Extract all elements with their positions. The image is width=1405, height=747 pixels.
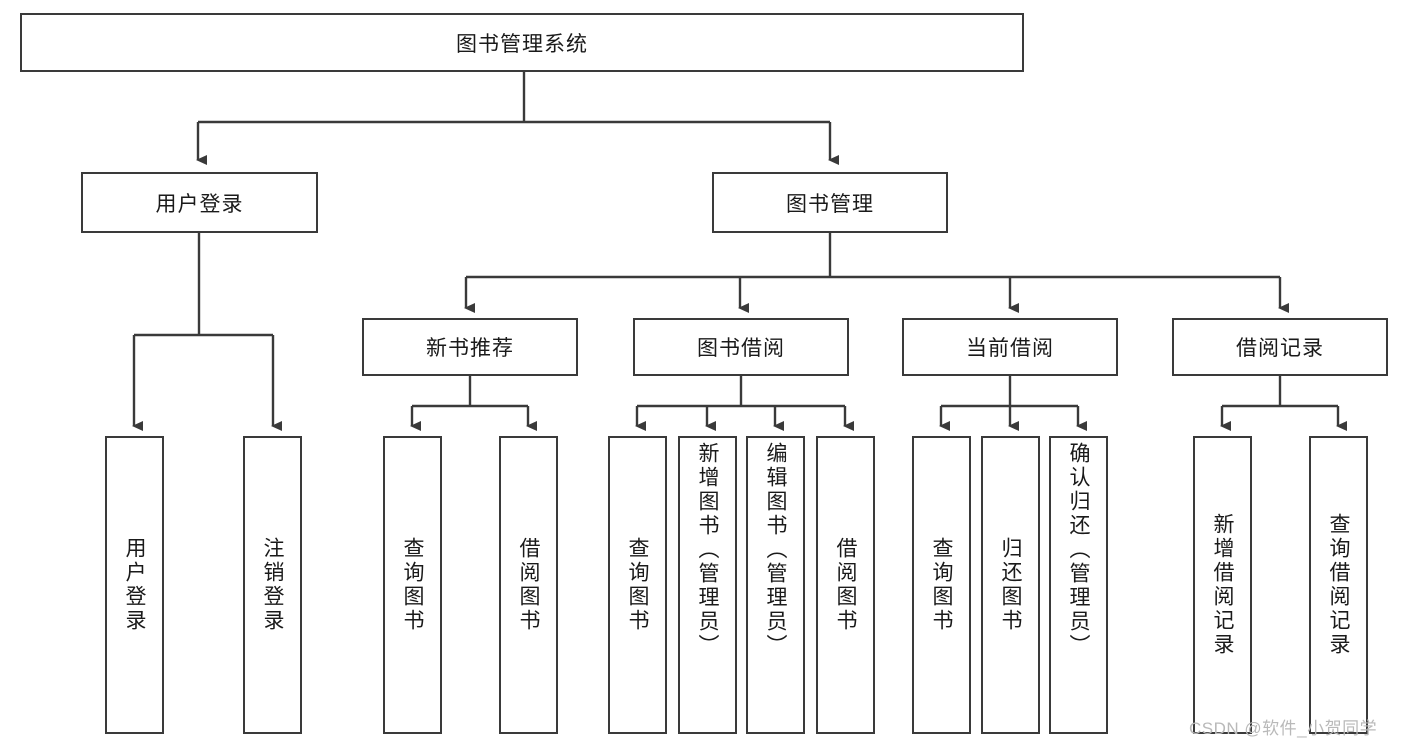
node-leaf-query-book-1-label: 查询图书 xyxy=(401,537,424,633)
node-root[interactable]: 图书管理系统 xyxy=(20,13,1024,72)
node-current-borrow[interactable]: 当前借阅 xyxy=(902,318,1118,376)
csdn-watermark: CSDN @软件_小贺同学 xyxy=(1189,719,1378,738)
node-new-book-rec-label: 新书推荐 xyxy=(426,337,514,360)
node-current-borrow-label: 当前借阅 xyxy=(966,337,1054,360)
node-leaf-add-book-label: 新增图书（管理员） xyxy=(696,442,719,658)
node-borrow-record[interactable]: 借阅记录 xyxy=(1172,318,1388,376)
node-leaf-query-book-2[interactable]: 查询图书 xyxy=(608,436,667,734)
node-leaf-confirm-return-label: 确认归还（管理员） xyxy=(1067,442,1090,658)
node-leaf-query-book-1[interactable]: 查询图书 xyxy=(383,436,442,734)
node-leaf-query-book-2-label: 查询图书 xyxy=(626,537,649,633)
node-book-borrow-label: 图书借阅 xyxy=(697,337,785,360)
node-leaf-borrow-book-2[interactable]: 借阅图书 xyxy=(816,436,875,734)
node-leaf-borrow-book-2-label: 借阅图书 xyxy=(834,537,857,633)
node-leaf-confirm-return[interactable]: 确认归还（管理员） xyxy=(1049,436,1108,734)
node-book-manage-label: 图书管理 xyxy=(786,192,874,216)
node-leaf-edit-book[interactable]: 编辑图书（管理员） xyxy=(746,436,805,734)
node-root-label: 图书管理系统 xyxy=(456,32,588,56)
node-leaf-query-record[interactable]: 查询借阅记录 xyxy=(1309,436,1368,734)
node-leaf-add-record-label: 新增借阅记录 xyxy=(1211,513,1234,657)
node-leaf-logout-label: 注销登录 xyxy=(261,537,284,633)
node-leaf-borrow-book-1[interactable]: 借阅图书 xyxy=(499,436,558,734)
node-leaf-user-login[interactable]: 用户登录 xyxy=(105,436,164,734)
node-user-login[interactable]: 用户登录 xyxy=(81,172,318,233)
node-leaf-edit-book-label: 编辑图书（管理员） xyxy=(764,442,787,658)
node-leaf-return-book-label: 归还图书 xyxy=(999,537,1022,633)
node-user-login-label: 用户登录 xyxy=(155,192,244,216)
node-leaf-add-record[interactable]: 新增借阅记录 xyxy=(1193,436,1252,734)
node-leaf-query-record-label: 查询借阅记录 xyxy=(1327,513,1350,657)
node-leaf-query-book-3[interactable]: 查询图书 xyxy=(912,436,971,734)
node-book-manage[interactable]: 图书管理 xyxy=(712,172,948,233)
node-leaf-add-book[interactable]: 新增图书（管理员） xyxy=(678,436,737,734)
node-book-borrow[interactable]: 图书借阅 xyxy=(633,318,849,376)
node-leaf-return-book[interactable]: 归还图书 xyxy=(981,436,1040,734)
node-new-book-rec[interactable]: 新书推荐 xyxy=(362,318,578,376)
node-borrow-record-label: 借阅记录 xyxy=(1236,337,1324,360)
node-leaf-query-book-3-label: 查询图书 xyxy=(930,537,953,633)
node-leaf-borrow-book-1-label: 借阅图书 xyxy=(517,537,540,633)
node-leaf-logout[interactable]: 注销登录 xyxy=(243,436,302,734)
node-leaf-user-login-label: 用户登录 xyxy=(123,537,146,633)
